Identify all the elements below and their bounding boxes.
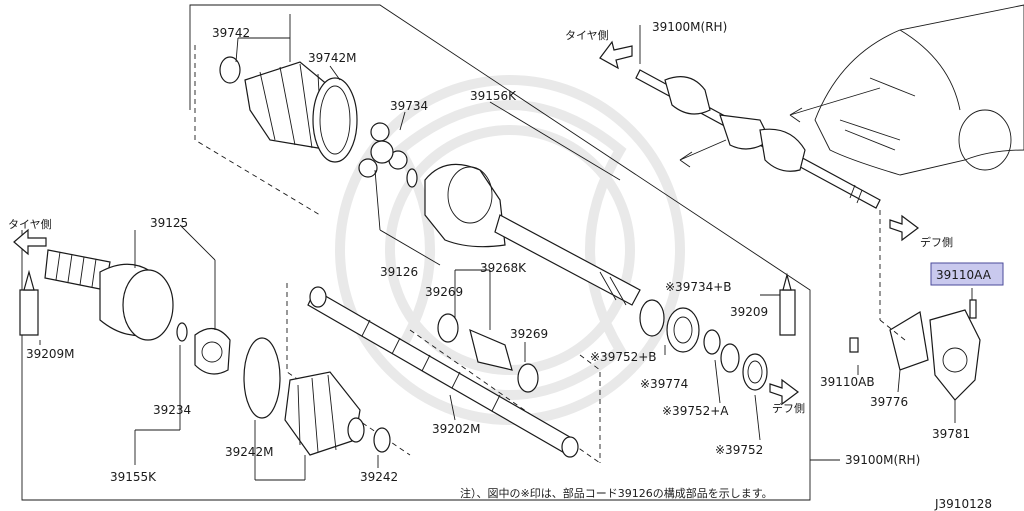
highlight-39110aa [930,262,1004,286]
group-frame [21,4,811,501]
steering-knuckle [849,299,981,401]
label-39234: 39234 [153,403,191,417]
grease-tube-right [779,272,796,336]
label-39774: ※39774 [640,377,688,391]
label-39202m: 39202M [432,422,481,436]
label-39742: 39742 [212,26,250,40]
label-39155k: 39155K [110,470,157,484]
diagram-code: J3910128 [934,497,992,511]
label-diff-side-right: デフ側 [920,235,953,249]
label-39125: 39125 [150,216,188,230]
dynamic-damper-parts [437,313,539,393]
footnote: 注）、図中の※印は、部品コード39126の構成部品を示します。 [460,486,773,500]
label-39110aa[interactable]: 39110AA [936,268,992,282]
label-39781: 39781 [932,427,970,441]
label-39776: 39776 [870,395,908,409]
complete-driveshaft-view [635,69,881,209]
label-39269-a: 39269 [425,285,463,299]
label-39209m: 39209M [26,347,75,361]
label-39734: 39734 [390,99,428,113]
label-39100m-rh-bottom: 39100M(RH) [845,453,920,467]
label-tire-side-left: タイヤ側 [8,218,52,231]
label-39100m-rh-top: 39100M(RH) [652,20,727,34]
label-39752b: ※39752+B [590,350,657,364]
label-tire-side-top: タイヤ側 [565,29,609,42]
label-diff-side-mid: デフ側 [772,401,805,415]
label-39110ab: 39110AB [820,375,875,389]
label-39752a: ※39752+A [662,404,729,418]
dashed-box-shaft [286,283,411,456]
label-39268k: 39268K [480,261,527,275]
seal-rings [639,299,768,391]
label-39242m: 39242M [225,445,274,459]
label-39242: 39242 [360,470,398,484]
label-39269-b: 39269 [510,327,548,341]
inner-boot-assembly [219,56,641,306]
grease-tube-left [19,269,39,336]
label-39209-right: 39209 [730,305,768,319]
dashed-box-inner-joint [194,45,321,216]
label-39742m: 39742M [308,51,357,65]
label-39734b: ※39734+B [665,280,732,294]
intermediate-shaft [307,286,579,458]
direction-arrows [13,40,919,406]
label-39156k: 39156K [470,89,517,103]
label-39126: 39126 [380,265,418,279]
vehicle-outline [814,4,1024,176]
leader-lines [39,14,973,481]
label-39752: ※39752 [715,443,763,457]
outer-joint-assembly [44,249,391,456]
